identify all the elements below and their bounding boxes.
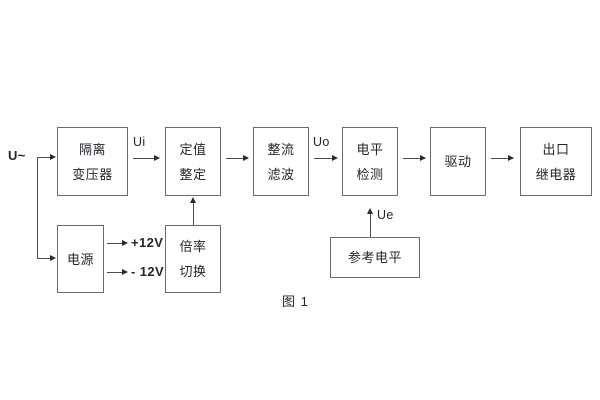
arrow-drive-to-output-relay — [508, 154, 514, 161]
block-multiplier-switch-line-1: 倍率 — [179, 239, 207, 254]
block-isolation-transformer-line-1: 隔离 — [78, 141, 106, 157]
block-setting-value[interactable]: 定值 整定 — [165, 127, 221, 196]
arrow-rectify-filter-to-level-detection — [332, 154, 338, 161]
line-transformer-to-setting-value — [133, 158, 155, 159]
block-multiplier-switch[interactable]: 倍率 切换 — [165, 225, 221, 293]
input-bus-vertical-line — [37, 157, 38, 258]
line-power-supply-positive-output — [107, 243, 125, 244]
block-level-detection-line-1: 电平 — [356, 141, 384, 157]
label-supply-positive: +12V — [131, 235, 164, 250]
block-level-detection[interactable]: 电平 检测 — [342, 127, 398, 196]
line-multiplier-switch-to-setting-value — [193, 203, 194, 225]
figure-caption: 图 1 — [282, 294, 309, 309]
signal-ui-label: Ui — [133, 135, 146, 149]
block-isolation-transformer-line-2: 变压器 — [72, 166, 113, 182]
block-multiplier-switch-line-2: 切换 — [179, 264, 207, 279]
block-isolation-transformer[interactable]: 隔离 变压器 — [57, 127, 128, 196]
block-setting-value-line-1: 定值 — [179, 141, 207, 157]
line-level-detection-to-drive — [403, 158, 425, 159]
input-branch-to-power-supply-line — [37, 258, 51, 259]
block-reference-level-line-1: 参考电平 — [347, 250, 402, 265]
block-level-detection-line-2: 检测 — [356, 166, 384, 182]
arrow-into-isolation-transformer — [50, 153, 56, 160]
line-reference-level-to-level-detection — [370, 214, 371, 237]
block-rectify-filter-line-1: 整流 — [267, 141, 295, 157]
line-setting-value-to-rectify-filter — [226, 158, 248, 159]
input-voltage-label: U~ — [8, 148, 26, 163]
block-output-relay-line-2: 继电器 — [535, 166, 577, 182]
block-power-supply[interactable]: 电源 — [57, 225, 104, 293]
block-output-relay-line-1: 出口 — [542, 141, 570, 157]
block-reference-level[interactable]: 参考电平 — [330, 237, 420, 278]
line-drive-to-output-relay — [491, 158, 513, 159]
line-rectify-filter-to-level-detection — [314, 158, 336, 159]
arrow-reference-level-to-level-detection — [366, 208, 373, 214]
arrow-into-power-supply — [50, 254, 56, 261]
block-rectify-filter[interactable]: 整流 滤波 — [253, 127, 309, 196]
block-rectify-filter-line-2: 滤波 — [267, 166, 295, 182]
arrow-multiplier-switch-to-setting-value — [189, 197, 196, 203]
arrow-level-detection-to-drive — [420, 154, 426, 161]
label-supply-negative: - 12V — [131, 264, 165, 279]
signal-ue-label: Ue — [377, 208, 394, 222]
signal-uo-label: Uo — [313, 135, 330, 149]
line-power-supply-negative-output — [107, 272, 125, 273]
block-output-relay[interactable]: 出口 继电器 — [520, 127, 592, 196]
arrow-power-supply-negative-output — [122, 268, 128, 275]
block-power-supply-line-1: 电源 — [66, 251, 94, 267]
input-branch-to-transformer-line — [37, 157, 51, 158]
block-drive[interactable]: 驱动 — [430, 127, 486, 196]
block-setting-value-line-2: 整定 — [179, 166, 207, 182]
arrow-power-supply-positive-output — [122, 239, 128, 246]
arrow-transformer-to-setting-value — [154, 154, 160, 161]
arrow-setting-value-to-rectify-filter — [243, 154, 249, 161]
block-drive-line-1: 驱动 — [444, 154, 472, 169]
